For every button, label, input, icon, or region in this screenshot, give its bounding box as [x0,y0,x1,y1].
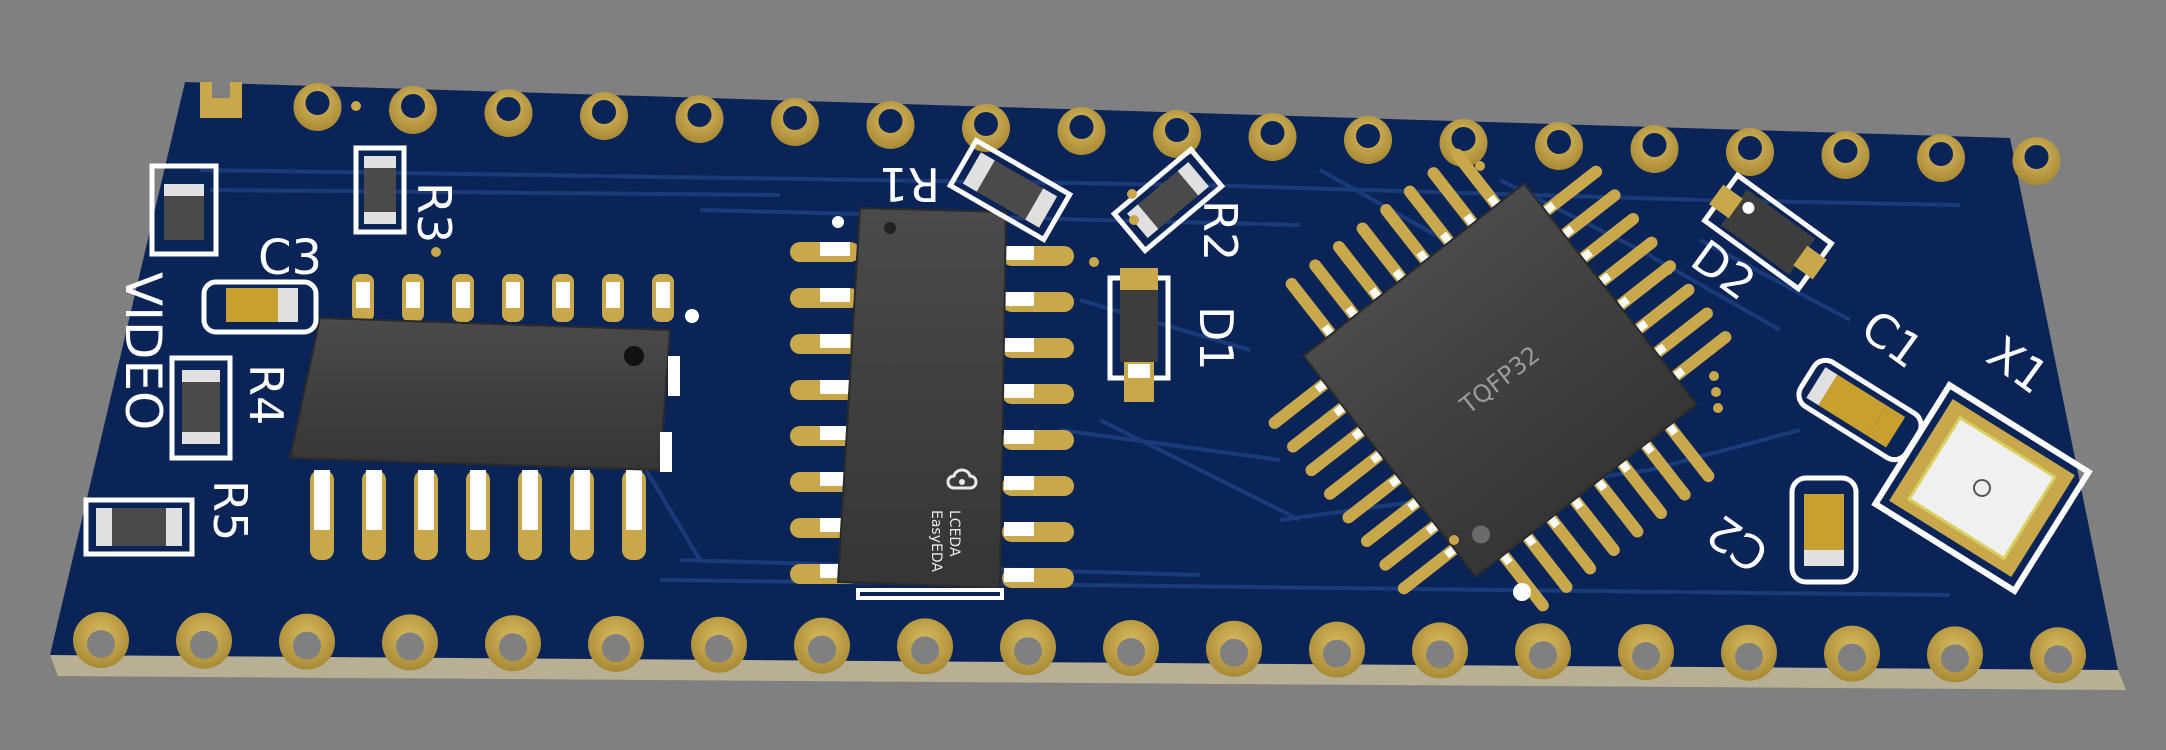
header-pad [1248,113,1297,161]
header-pad [382,614,438,671]
label-r1: R1 [879,157,940,211]
diode-d2 [1701,171,1835,293]
header-pad [176,612,232,669]
capacitor-c2 [1789,475,1859,585]
header-pad [1103,620,1159,676]
header-pad [1535,122,1583,170]
tqfp32-chip: TQFP32 [1268,148,1732,612]
pin1-dot [624,346,644,366]
label-video: VIDEO [114,272,172,430]
video-pads [149,163,219,257]
logo-line1: LCEDA [946,510,962,557]
header-pad [1726,128,1774,176]
header-pad [484,89,533,137]
header-pad [1618,624,1674,680]
capacitor-c1 [1796,357,1924,463]
header-pad [771,98,819,146]
vias [351,101,1723,545]
header-pad [1821,131,1870,179]
header-pad [1206,620,1262,677]
resistor-r5 [83,497,195,557]
header-pad [588,616,644,672]
header-pad [279,613,335,670]
header-pad [1309,621,1365,678]
soic-chip-left [288,274,699,560]
pcb-edge [50,655,2126,690]
header-pad [580,92,628,140]
header-pad [675,95,724,143]
header-pad [691,616,747,673]
cloud-logo-icon [946,468,978,490]
label-r3: R3 [407,182,461,243]
resistor-r3 [353,145,407,235]
header-pad [1927,626,1983,683]
header-pad [2030,627,2086,684]
diode-d1 [1107,268,1171,402]
resistor-r2 [1110,145,1226,255]
label-c3: C3 [258,230,322,286]
header-pad [1515,623,1571,680]
capacitor-c3 [201,279,319,335]
header-pad [73,612,129,668]
label-r5: R5 [203,480,257,541]
header-pad [1630,125,1679,173]
header-pad [1153,110,1201,158]
header-pad [1000,619,1056,676]
label-d1: D1 [1189,306,1243,371]
header-pad [293,83,342,131]
header-pad [794,617,850,674]
header-pad [1057,107,1106,155]
header-pad [1917,134,1965,182]
tssop-chip-middle: LCEDA EasyEDA [790,206,1074,600]
header-pads-top [293,83,2061,185]
header-pad [1412,622,1468,679]
header-pad [389,86,437,134]
label-r4: R4 [239,364,293,425]
header-pad [1721,624,1777,681]
resistor-r1 [946,137,1074,243]
logo-line2: EasyEDA [928,510,944,572]
header-pad [1824,625,1880,682]
resistor-r4 [169,355,233,461]
header-pads-bottom [73,612,2086,684]
header-pad [866,101,915,149]
header-pad [2012,137,2061,185]
crystal-x1 [1871,381,2093,595]
header-pad [485,615,541,672]
header-pad [1344,116,1392,164]
header-pad [897,618,953,675]
label-r2: R2 [1193,200,1247,261]
